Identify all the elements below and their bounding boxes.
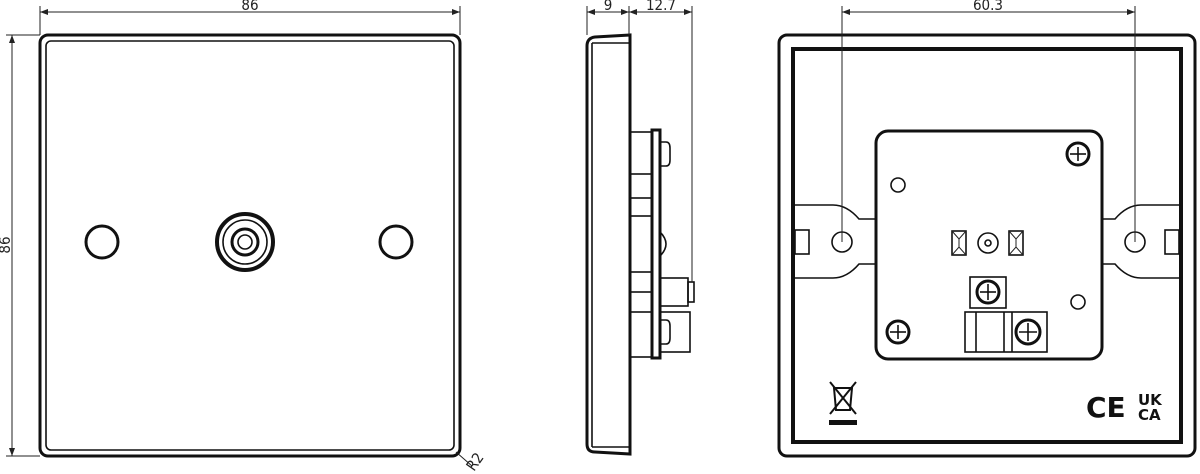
width-dimension: 86 [241,0,258,14]
back-depth-dimension: 12.7 [646,0,676,14]
ukca-mark-bottom: CA [1138,406,1161,424]
side-module [629,128,695,360]
fixing-lugs [793,204,1181,279]
weee-bin-icon [829,381,857,425]
side-plate-outline [585,33,632,456]
back-plate-outline [777,33,1197,458]
terminal-screw-icon [975,279,1001,305]
screw-cover-right [378,224,414,260]
height-dimension: 86 [0,236,14,253]
back-box-rim [791,47,1183,444]
fixing-centres-dimension: 60.3 [973,0,1003,14]
terminal-screw-icon [1014,318,1042,346]
front-plate-outline [38,33,462,458]
ce-mark: CE [1086,391,1126,424]
coax-socket-icon [215,212,275,272]
plate-depth-dimension: 9 [604,0,613,14]
screw-icon [885,319,911,345]
corner-radius-dimension: R2 [463,449,488,474]
front-plate-bevel [45,40,455,451]
screw-cover-left [84,224,120,260]
side-view: 9 12.7 [585,0,695,456]
rear-module [874,129,1104,361]
front-view: 86 86 R2 [0,0,488,474]
screw-icon [1065,141,1091,167]
back-view: 60.3 CE UK CA [777,0,1197,458]
ukca-mark-top: UK [1138,391,1163,409]
